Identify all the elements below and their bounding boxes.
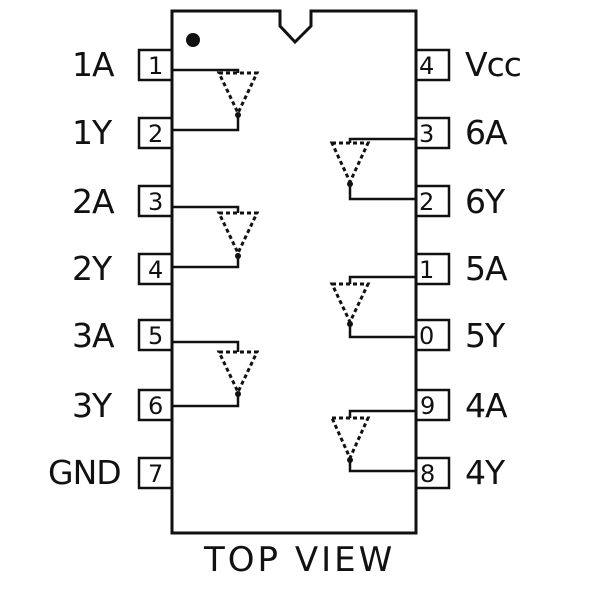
pin-number: 5 [148, 322, 163, 350]
pin-label: 2Y [72, 249, 113, 288]
pin-14: 4 Vcc [414, 45, 522, 84]
pin-12: 2 6Y [414, 182, 507, 221]
pin1-marker-icon [186, 33, 200, 47]
pin-13: 3 6A [414, 113, 509, 152]
pin-number: 9 [420, 392, 435, 420]
pin-label: 1A [72, 45, 115, 84]
pin-label: Vcc [465, 45, 521, 84]
pin-8: 8 4Y [414, 453, 507, 492]
buffer-gate-2-icon [172, 205, 260, 269]
pin-2: 2 1Y [72, 113, 174, 152]
pin-label: 6A [465, 113, 508, 152]
buffer-gate-3-icon [172, 340, 260, 408]
buffer-gate-1-icon [172, 68, 260, 132]
pin-6: 6 3Y [72, 386, 174, 425]
pin-4: 4 2Y [72, 249, 174, 288]
pin-label: 3Y [72, 386, 113, 425]
pin-label: 1Y [72, 113, 113, 152]
buffer-gate-5-icon [329, 275, 416, 339]
pin-label: 4Y [465, 453, 506, 492]
buffer-gates [172, 68, 416, 473]
pin-number: 0 [419, 322, 434, 350]
pin-9: 9 4A [414, 386, 509, 425]
ic-body [170, 9, 418, 535]
pin-number: 6 [148, 392, 163, 420]
buffer-gate-6-icon [329, 137, 416, 201]
pin-number: 1 [419, 256, 434, 284]
pin-11: 1 5A [414, 249, 509, 288]
buffer-gate-4-icon [329, 409, 416, 473]
pin-label: 6Y [465, 182, 506, 221]
pin-3: 3 2A [72, 182, 174, 221]
pin-number: 3 [148, 188, 163, 216]
left-pins: 1 1A 2 1Y 3 2A 4 2Y 5 3A 6 3Y [48, 45, 174, 492]
pin-number: 2 [419, 188, 434, 216]
pin-number: 4 [148, 256, 163, 284]
pin-number: 4 [419, 52, 434, 80]
pin-7: 7 GND [48, 453, 174, 492]
pin-10: 0 5Y [414, 316, 507, 355]
pin-label: GND [48, 453, 121, 492]
pin-number: 7 [148, 460, 163, 488]
pin-label: 4A [465, 386, 508, 425]
pin-label: 2A [72, 182, 115, 221]
pin-number: 8 [420, 460, 435, 488]
pin-label: 3A [72, 316, 115, 355]
pin-5: 5 3A [72, 316, 174, 355]
top-view-caption: TOP VIEW [203, 540, 395, 580]
right-pins: 4 Vcc 3 6A 2 6Y 1 5A 0 5Y 9 4A [414, 45, 522, 492]
pin-label: 5Y [465, 316, 506, 355]
pin-1: 1 1A [72, 45, 174, 84]
pin-number: 2 [148, 120, 163, 148]
pin-label: 5A [465, 249, 508, 288]
pin-number: 1 [148, 52, 163, 80]
pin-number: 3 [419, 120, 434, 148]
